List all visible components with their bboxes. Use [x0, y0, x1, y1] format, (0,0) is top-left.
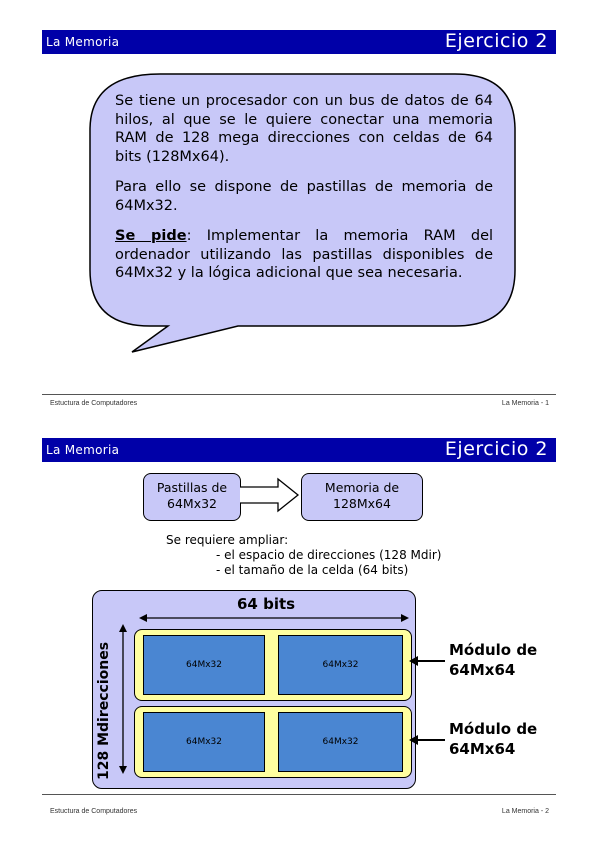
- chip: 64Mx32: [278, 712, 403, 772]
- module-1-label-line-1: Módulo de: [449, 641, 538, 659]
- header-exercise-title: Ejercicio 2: [444, 30, 548, 52]
- footer-course: Estuctura de Computadores: [50, 808, 138, 815]
- footer-page: La Memoria - 2: [501, 808, 549, 815]
- slide-1: La Memoria Ejercicio 2 Se tiene un proce…: [42, 30, 556, 407]
- header-section-title: La Memoria: [46, 443, 120, 457]
- module-2-label-line-1: Módulo de: [449, 720, 538, 738]
- module-1-label: Módulo de 64Mx64: [449, 640, 537, 680]
- target-memory-box: Memoria de 128Mx64: [301, 473, 423, 521]
- exercise-statement: Se tiene un procesador con un bus de dat…: [115, 92, 493, 295]
- footer-divider: [42, 794, 556, 795]
- header-section-title: La Memoria: [46, 35, 120, 49]
- requirement-item-2: - el tamaño de la celda (64 bits): [216, 563, 409, 577]
- target-line-2: 128Mx64: [333, 496, 391, 511]
- header-exercise-title: Ejercicio 2: [444, 438, 548, 460]
- slide-2: La Memoria Ejercicio 2 Pastillas de 64Mx…: [0, 424, 599, 848]
- footer-divider: [42, 394, 556, 395]
- statement-paragraph-3: Se pide: Implementar la memoria RAM del …: [115, 227, 493, 283]
- source-line-1: Pastillas de: [156, 480, 228, 495]
- module-1-pointer-arrow: [409, 656, 445, 666]
- source-line-2: 64Mx32: [167, 496, 217, 511]
- footer-page: La Memoria - 1: [501, 400, 549, 407]
- statement-paragraph-2: Para ello se dispone de pastillas de mem…: [115, 179, 493, 214]
- chip: 64Mx32: [278, 635, 403, 695]
- chip: 64Mx32: [143, 635, 265, 695]
- statement-paragraph-1: Se tiene un procesador con un bus de dat…: [115, 93, 493, 165]
- requirement-item-1: - el espacio de direcciones (128 Mdir): [216, 548, 442, 562]
- target-line-1: Memoria de: [324, 480, 400, 495]
- module-2-label-line-2: 64Mx64: [449, 740, 516, 758]
- address-space-label: 128 Mdirecciones: [96, 641, 112, 780]
- slide-2-header: La Memoria Ejercicio 2: [42, 438, 556, 462]
- chip: 64Mx32: [143, 712, 265, 772]
- module-2-label: Módulo de 64Mx64: [449, 719, 537, 759]
- slide-1-header: La Memoria Ejercicio 2: [42, 30, 556, 54]
- arrow-right-icon: [240, 477, 300, 513]
- se-pide-label: Se pide: [115, 228, 187, 244]
- statement-task: : Implementar la memoria RAM del ordenad…: [115, 228, 494, 281]
- module-2-pointer-arrow: [409, 735, 445, 745]
- speech-bubble: [89, 73, 516, 353]
- source-chips-box: Pastillas de 64Mx32: [143, 473, 241, 521]
- height-dimension-arrow: [119, 624, 127, 774]
- footer-course: Estuctura de Computadores: [50, 400, 138, 407]
- requirement-title: Se requiere ampliar:: [166, 533, 289, 547]
- bits-width-label: 64 bits: [237, 595, 296, 613]
- module-1-label-line-2: 64Mx64: [449, 661, 516, 679]
- width-dimension-arrow: [139, 614, 409, 622]
